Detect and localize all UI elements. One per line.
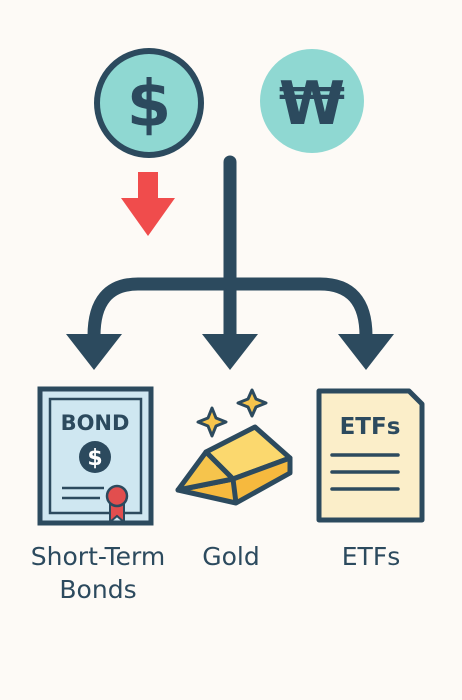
won-glyph: ₩ xyxy=(279,69,345,139)
arrowheads xyxy=(66,334,394,370)
right-arrowhead xyxy=(338,334,394,370)
etf-title: ETFs xyxy=(340,414,401,440)
sparkle-large-icon xyxy=(236,388,268,418)
sparkle-small-icon xyxy=(196,406,228,438)
red-down-arrow-icon xyxy=(121,172,175,236)
left-branch-line xyxy=(87,277,237,343)
dollar-glyph: $ xyxy=(127,68,172,142)
ribbon-seal-icon xyxy=(105,484,129,525)
left-arrowhead xyxy=(66,334,122,370)
bond-certificate-icon: BOND $ xyxy=(37,386,154,526)
bond-coin-glyph: $ xyxy=(87,446,102,471)
bond-title: BOND xyxy=(61,411,130,435)
right-branch-line xyxy=(223,277,373,343)
sparkle-icons xyxy=(196,388,268,438)
etf-document-icon: ETFs xyxy=(316,388,425,523)
gold-left-face xyxy=(175,449,236,493)
gold-label: Gold xyxy=(202,542,260,571)
bond-coin-icon xyxy=(79,441,111,473)
short-term-bonds-label-line1: Short-Term xyxy=(30,542,166,571)
short-term-bonds-label-line2: Bonds xyxy=(59,575,137,604)
branch-arrows xyxy=(87,155,373,343)
short-term-bonds-label: Short-Term Bonds xyxy=(0,540,196,606)
won-coin-icon: ₩ xyxy=(260,49,364,153)
etfs-label: ETFs xyxy=(341,542,401,571)
center-arrowhead xyxy=(202,334,258,370)
dollar-coin-icon: $ xyxy=(94,48,204,158)
gold-bar-icon xyxy=(175,424,293,506)
